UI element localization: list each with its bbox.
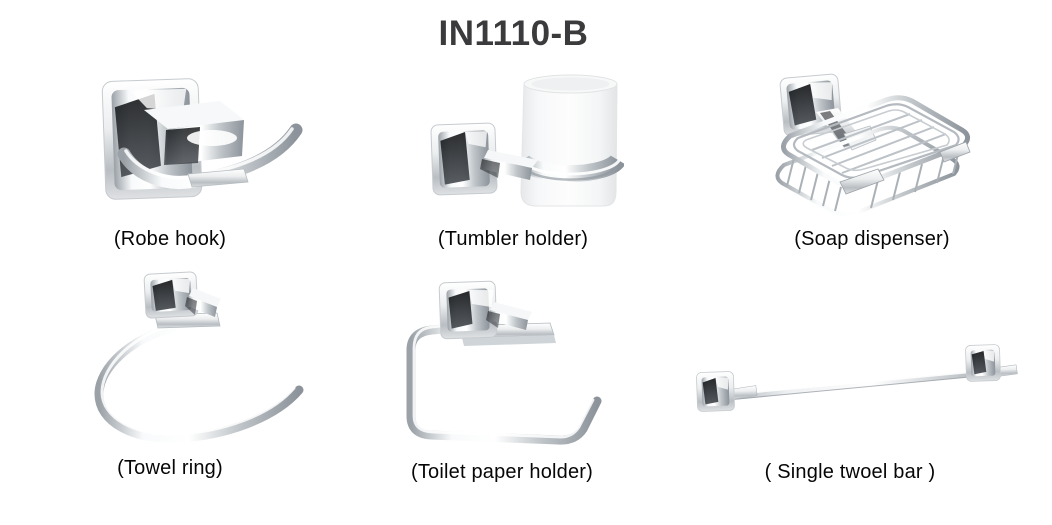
mounting-arm [185, 288, 221, 317]
right-bracket [965, 344, 1018, 382]
product-label-towel-ring: (Towel ring) [117, 457, 223, 479]
paper-frame [406, 319, 602, 445]
towel-ring-image [94, 271, 304, 443]
mounting-arm [480, 150, 538, 180]
left-bracket [696, 371, 758, 412]
wire-basket [775, 95, 970, 217]
robe-hook-image [101, 78, 303, 200]
product-label-robe-hook: (Robe hook) [113, 228, 227, 250]
wall-plate [143, 271, 199, 319]
product-label-toilet-paper-holder: (Toilet paper holder) [410, 461, 594, 483]
wall-plate [430, 122, 498, 196]
product-label-soap-dispenser: (Soap dispenser) [794, 228, 950, 250]
towel-bar-rod [731, 367, 1013, 400]
mounting-arm [486, 302, 532, 330]
lower-hook [187, 168, 249, 188]
toilet-paper-holder-image [406, 280, 602, 445]
frosted-tumbler [520, 74, 618, 207]
single-towel-bar-image [696, 344, 1018, 412]
tumbler-holder-image [430, 74, 624, 207]
product-series-title: IN1110-B [438, 14, 589, 53]
soap-basket-image [775, 73, 971, 217]
product-label-tumbler-holder: (Tumbler holder) [437, 228, 589, 250]
basket-clips [839, 141, 971, 195]
towel-ring-loop [94, 323, 304, 443]
product-label-single-towel-bar: ( Single twoel bar ) [764, 461, 936, 483]
wall-plate [438, 280, 498, 340]
hook-mount-block [144, 101, 244, 165]
